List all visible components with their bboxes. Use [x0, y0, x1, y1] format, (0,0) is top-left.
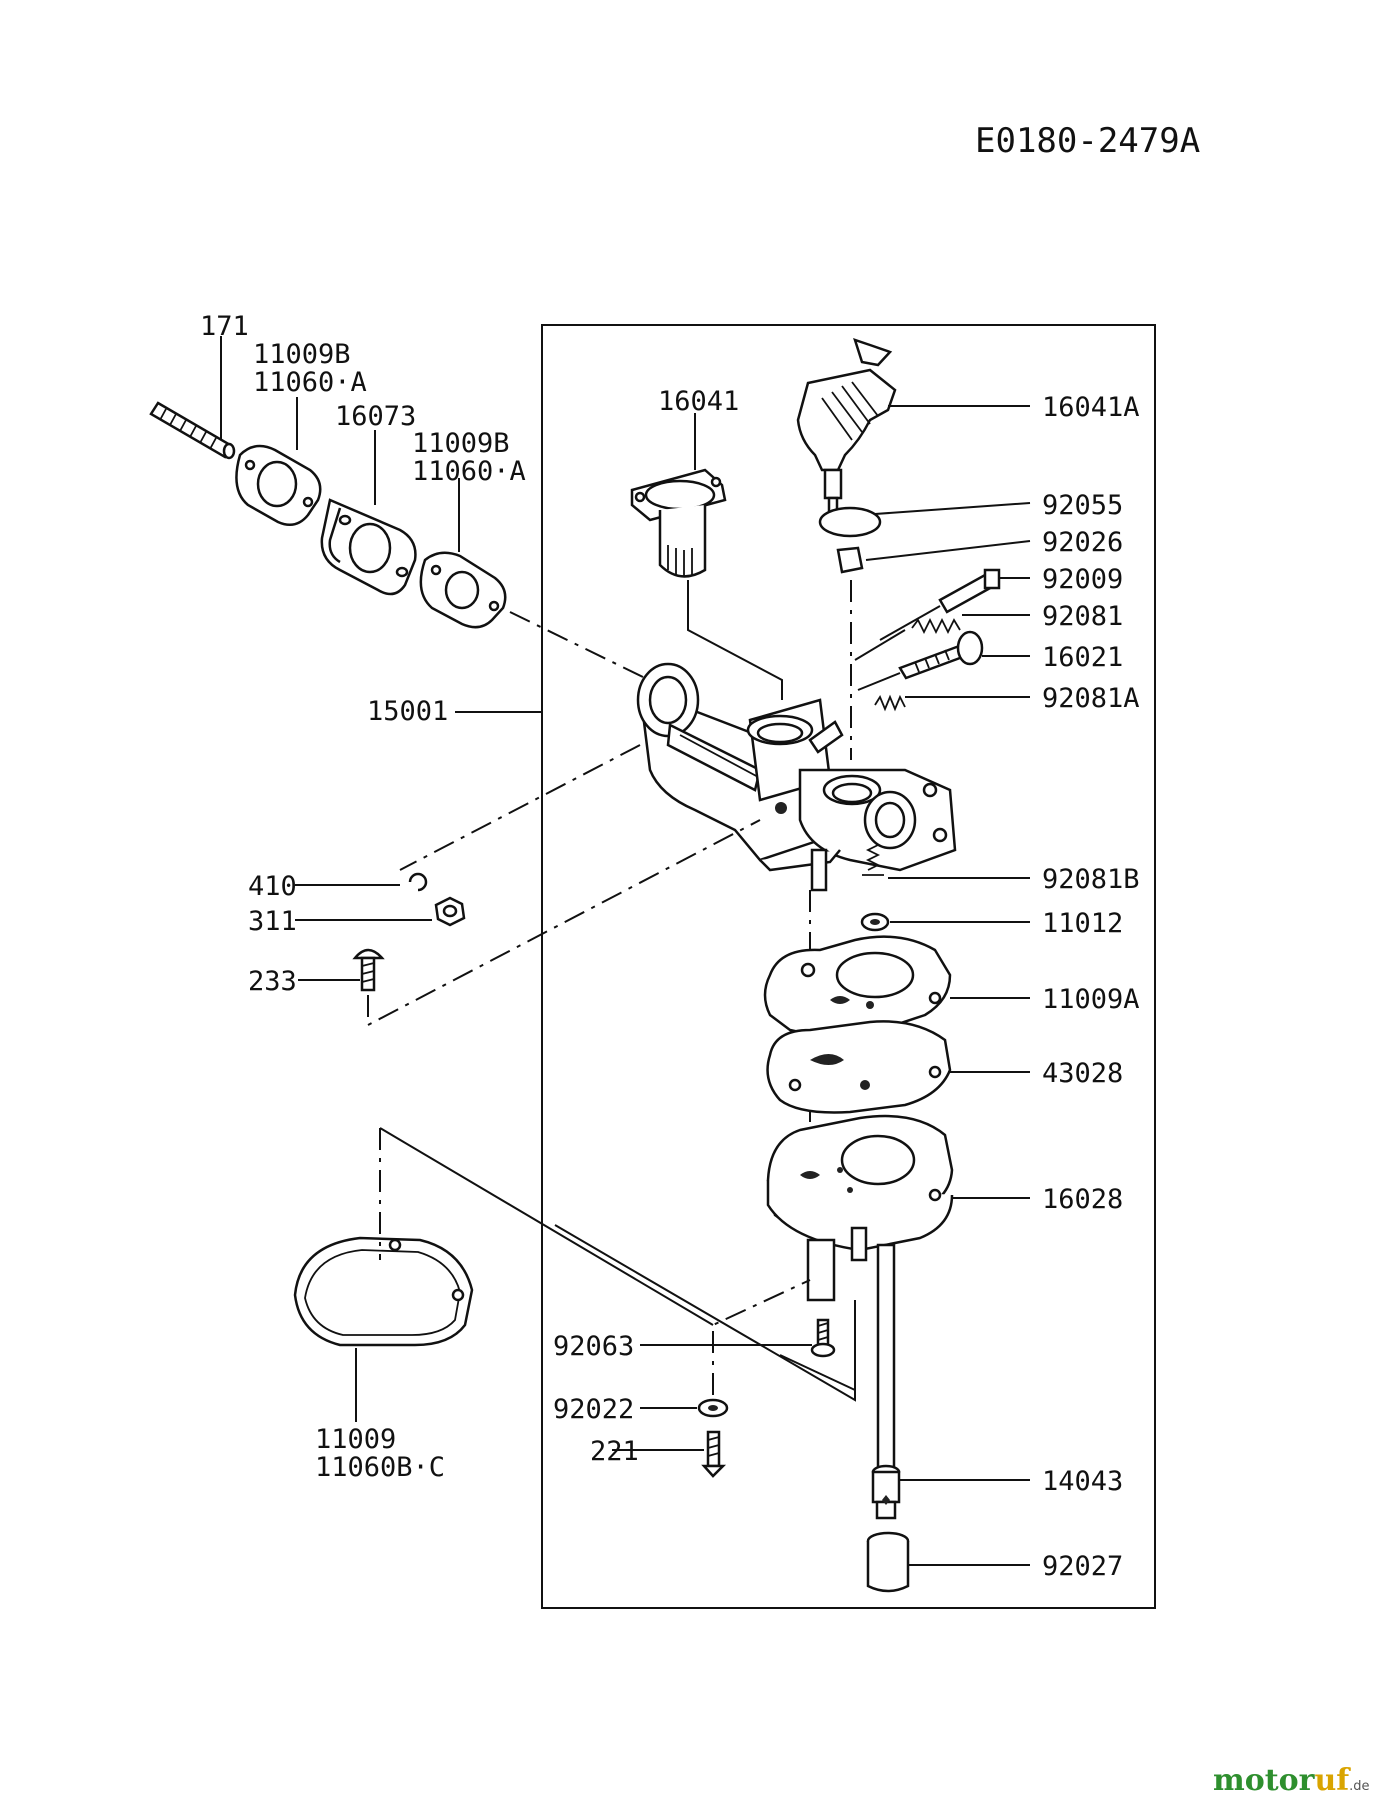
screw-92063: [810, 1318, 836, 1358]
label-16028: 16028: [1042, 1184, 1123, 1215]
guide-line-left: [379, 1127, 714, 1326]
label-43028: 43028: [1042, 1058, 1123, 1089]
watermark-part1: motor: [1213, 1763, 1316, 1798]
guide-line-right: [554, 1224, 856, 1402]
screw-233: [352, 948, 385, 992]
label-11009A: 11009A: [1042, 984, 1140, 1015]
guide-line-92063: [779, 1354, 856, 1391]
gasket-11009A: [763, 935, 952, 1037]
path-16041: [687, 580, 783, 700]
washer-92022: [697, 1398, 729, 1418]
diagram-code: E0180-2479A: [975, 121, 1200, 161]
label-410: 410: [248, 871, 297, 902]
spring-92081A: [874, 694, 906, 712]
rod-assembly: [876, 1243, 896, 1472]
label-11009: 11009: [315, 1424, 396, 1455]
centerline-221: [712, 1279, 811, 1395]
clip-92026: [836, 546, 864, 574]
label-233: 233: [248, 966, 297, 997]
clip-410: [408, 872, 428, 892]
label-16073: 16073: [335, 401, 416, 432]
gasket-cover-11009: [293, 1236, 474, 1347]
label-311: 311: [248, 906, 297, 937]
label-92081: 92081: [1042, 601, 1123, 632]
watermark-logo: motoruf.de: [1213, 1763, 1370, 1798]
needle-92009: [879, 568, 1001, 641]
label-11060A-upper: 11060·A: [253, 367, 367, 398]
label-14043: 14043: [1042, 1466, 1123, 1497]
cover-16041: [630, 468, 727, 578]
label-221: 221: [590, 1436, 639, 1467]
label-92055: 92055: [1042, 490, 1123, 521]
label-11009B-lower: 11009B: [412, 428, 510, 459]
spring-92081: [854, 617, 961, 661]
watermark-suffix: .de: [1349, 1779, 1369, 1794]
label-92081B: 92081B: [1042, 864, 1140, 895]
centerline-233: [367, 819, 761, 1027]
centerline-410: [399, 744, 641, 871]
label-16041A: 16041A: [1042, 392, 1140, 423]
label-11060BC: 11060B·C: [315, 1452, 445, 1483]
label-92009: 92009: [1042, 564, 1123, 595]
label-16041: 16041: [658, 386, 739, 417]
insulator-16073: [320, 498, 417, 596]
label-11060A-lower: 11060·A: [412, 456, 526, 487]
svg-text:motoruf.de: motoruf.de: [1213, 1763, 1370, 1798]
stud-171: [149, 401, 236, 460]
assembly-frame: [541, 324, 1156, 1609]
screw-16021: [857, 630, 984, 691]
washer-11012: [860, 912, 890, 932]
diaphragm-43028: [766, 1020, 952, 1114]
label-171: 171: [200, 311, 249, 342]
label-92026: 92026: [1042, 527, 1123, 558]
pump-16041A: [796, 338, 897, 518]
watermark-part2: uf: [1314, 1763, 1351, 1798]
label-11012: 11012: [1042, 908, 1123, 939]
label-92081A: 92081A: [1042, 683, 1140, 714]
nut-311: [434, 896, 466, 927]
sleeve-92027: [866, 1531, 910, 1593]
label-92063: 92063: [553, 1331, 634, 1362]
gasket-11009B-lower: [419, 551, 507, 629]
label-92027: 92027: [1042, 1551, 1123, 1582]
label-11009B-upper: 11009B: [253, 339, 351, 370]
leader-92055: [874, 502, 1031, 515]
plate-16028: [766, 1114, 954, 1302]
gasket-11009B-upper: [235, 444, 322, 527]
fitting-14043: [871, 1464, 901, 1520]
screw-221: [701, 1430, 727, 1478]
o-ring-92055: [818, 506, 882, 538]
leader-92026: [865, 540, 1031, 561]
carburetor-body-15001: [636, 662, 957, 892]
centerline-intake: [509, 611, 691, 701]
label-92022: 92022: [553, 1394, 634, 1425]
label-15001: 15001: [367, 696, 448, 727]
label-16021: 16021: [1042, 642, 1123, 673]
spring-92081B: [862, 844, 884, 876]
